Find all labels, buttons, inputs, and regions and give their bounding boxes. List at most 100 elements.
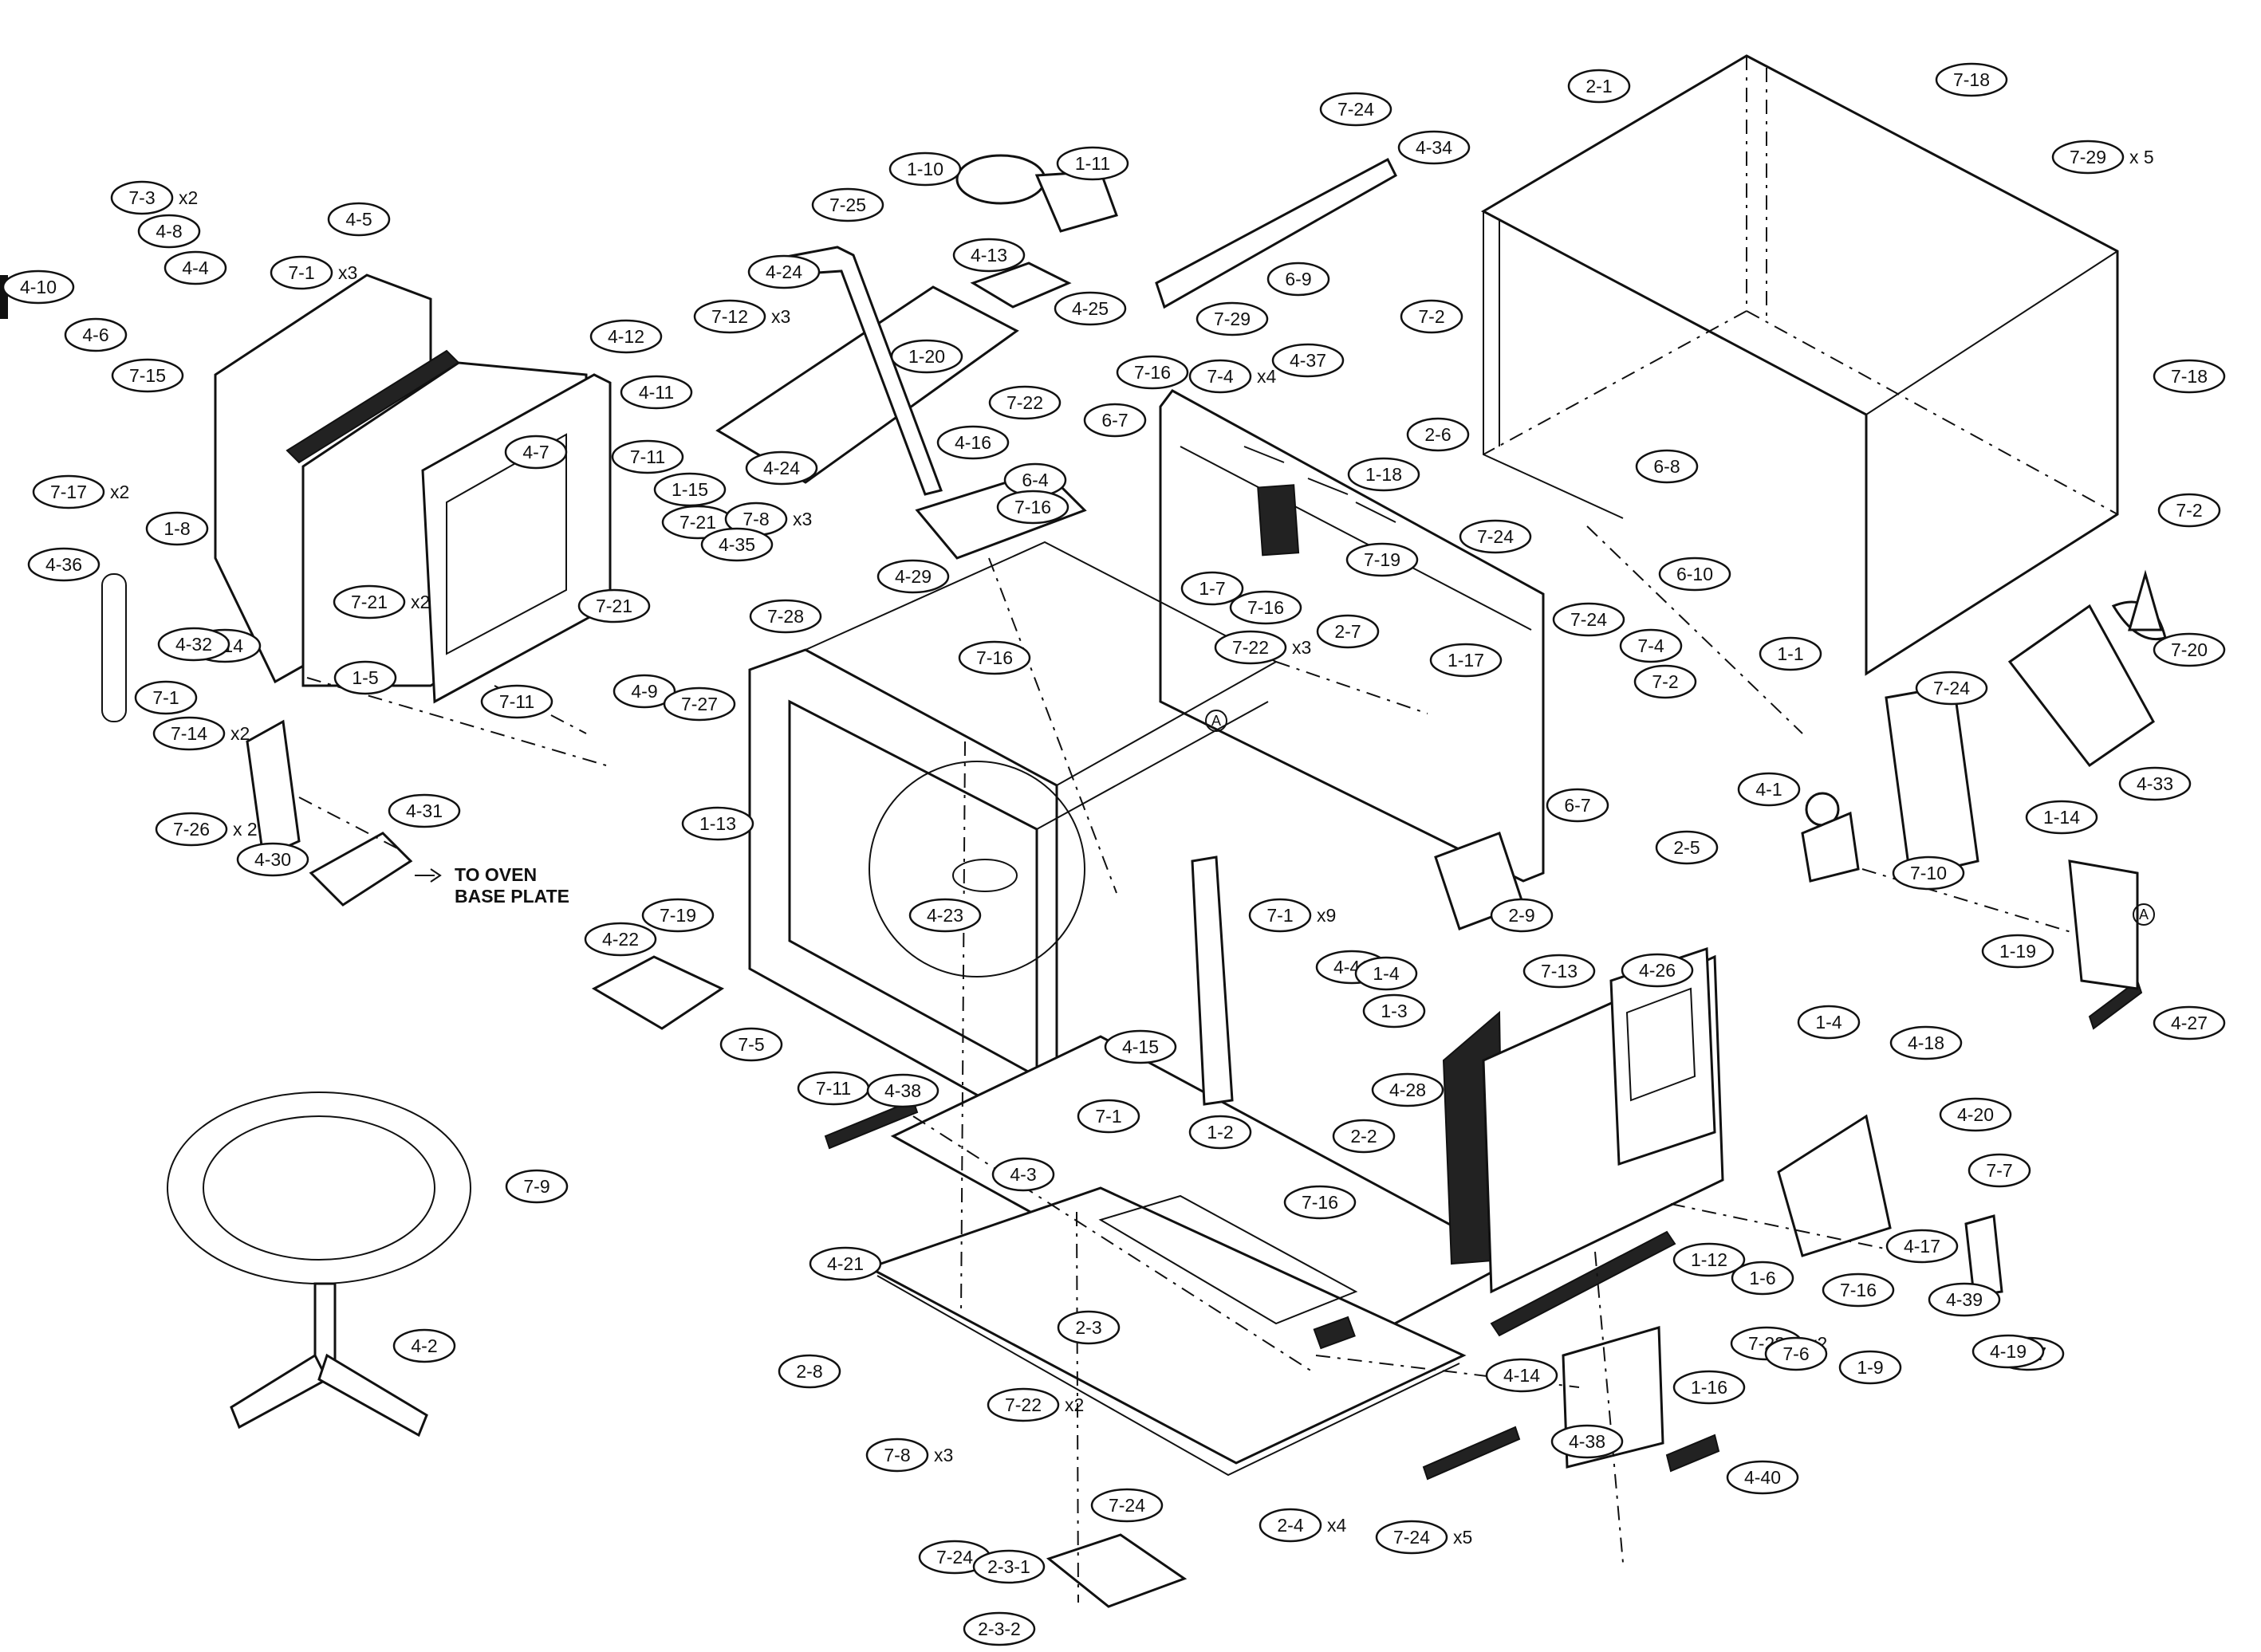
callout-bubble bbox=[1655, 830, 1719, 865]
callout-4-20: 4-20 bbox=[1939, 1097, 2012, 1132]
callout-quantity: x4 bbox=[1327, 1515, 1347, 1536]
ferrite-strip-right bbox=[1422, 1426, 1521, 1481]
callout-label: 1-15 bbox=[672, 479, 708, 500]
callout-bubble bbox=[1188, 1115, 1252, 1150]
callout-4-14: 4-14 bbox=[1485, 1358, 1558, 1393]
callout-label: 1-1 bbox=[1777, 643, 1803, 664]
callout-label: 4-4 bbox=[182, 258, 208, 278]
callout-label: 1-3 bbox=[1381, 1001, 1407, 1021]
vent-cover bbox=[2068, 859, 2139, 990]
callout-4-17: 4-17 bbox=[1885, 1229, 1959, 1264]
callout-bubble bbox=[157, 627, 230, 662]
callout-bubble bbox=[1939, 1097, 2012, 1132]
callout-quantity: x2 bbox=[110, 482, 129, 502]
callout-4-38: 4-38 bbox=[866, 1073, 939, 1108]
callout-label: 1-9 bbox=[1857, 1357, 1883, 1378]
callout-1-9: 1-9 bbox=[1838, 1350, 1902, 1385]
callout-label: 1-16 bbox=[1691, 1377, 1727, 1398]
duct-bracket bbox=[1777, 1114, 1892, 1257]
callout-2-9: 2-9 bbox=[1490, 898, 1554, 933]
callout-bubble bbox=[700, 527, 774, 562]
callout-bubble bbox=[27, 547, 100, 582]
callout-1-8: 1-8 bbox=[145, 511, 209, 546]
callout-label: 2-5 bbox=[1673, 837, 1700, 858]
callout-7-24: 7-24 bbox=[1552, 602, 1625, 637]
callout-4-28: 4-28 bbox=[1371, 1072, 1444, 1107]
callout-label: 4-3 bbox=[1010, 1164, 1036, 1185]
callout-bubble bbox=[32, 474, 105, 509]
callout-quantity: x3 bbox=[934, 1445, 953, 1465]
callout-label: 2-3-1 bbox=[987, 1556, 1030, 1577]
callout-bubble bbox=[1283, 1185, 1357, 1220]
callout-4-21: 4-21 bbox=[809, 1246, 882, 1281]
callout-bubble bbox=[1822, 1272, 1895, 1308]
callout-bubble bbox=[1116, 355, 1189, 390]
callout-bubble bbox=[1658, 557, 1731, 592]
callout-bubble bbox=[333, 584, 406, 620]
callout-label: 4-26 bbox=[1639, 960, 1676, 981]
callout-7-29: 7-29 bbox=[1195, 301, 1269, 336]
callout-4-2: 4-2 bbox=[392, 1328, 456, 1363]
callout-2-3-1: 2-3-1 bbox=[972, 1549, 1046, 1584]
callout-4-33: 4-33 bbox=[2118, 766, 2192, 801]
callout-label: 2-3-2 bbox=[978, 1619, 1021, 1639]
callout-label: 7-27 bbox=[681, 694, 718, 714]
callout-label: 1-14 bbox=[2043, 807, 2080, 828]
callout-bubble bbox=[589, 319, 663, 354]
callout-7-16: 7-16 bbox=[1116, 355, 1189, 390]
control-panel-frame bbox=[1442, 946, 1724, 1337]
callout-label: 7-11 bbox=[499, 691, 534, 712]
callout-label: 4-20 bbox=[1957, 1104, 1994, 1125]
callout-quantity: x9 bbox=[1317, 905, 1336, 926]
callout-7-16: 7-16 bbox=[958, 640, 1031, 675]
callout-label: 4-37 bbox=[1290, 350, 1326, 371]
callout-bubble bbox=[963, 1611, 1036, 1646]
callout-1-10: 1-10 bbox=[888, 151, 962, 187]
callout-label: 7-24 bbox=[936, 1547, 973, 1567]
callout-label: 1-7 bbox=[1199, 578, 1225, 599]
callout-4-39: 4-39 bbox=[1928, 1282, 2001, 1317]
callout-bubble bbox=[809, 1246, 882, 1281]
callout-1-11: 1-11 bbox=[1056, 146, 1129, 181]
callout-label: 2-1 bbox=[1585, 76, 1612, 96]
callout-bubble bbox=[1266, 262, 1330, 297]
callout-label: 7-12 bbox=[711, 306, 748, 327]
callout-4-16: 4-16 bbox=[936, 425, 1010, 460]
callout-7-9: 7-9 bbox=[505, 1169, 569, 1204]
callout-bubble bbox=[745, 450, 818, 486]
callout-bubble bbox=[1737, 772, 1801, 807]
callout-label: 2-8 bbox=[796, 1361, 822, 1382]
callout-bubble bbox=[987, 1387, 1060, 1422]
callout-label: 7-8 bbox=[884, 1445, 910, 1465]
base-plate-note: TO OVEN BASE PLATE bbox=[415, 864, 569, 907]
callout-bubble bbox=[1838, 1350, 1902, 1385]
callout-7-11: 7-11 bbox=[480, 684, 553, 719]
callout-label: 4-10 bbox=[20, 277, 57, 297]
callout-1-16: 1-16 bbox=[1672, 1370, 1746, 1405]
callout-label: 7-22 bbox=[1232, 637, 1269, 658]
callout-4-23: 4-23 bbox=[908, 898, 982, 933]
callout-label: 1-18 bbox=[1365, 464, 1402, 485]
callout-label: 7-15 bbox=[129, 365, 166, 386]
callout-6-10: 6-10 bbox=[1658, 557, 1731, 592]
cover-plate bbox=[591, 955, 725, 1030]
note-line-1: TO OVEN bbox=[455, 864, 537, 885]
callout-quantity: x4 bbox=[1257, 366, 1277, 387]
leader-lines bbox=[298, 525, 2074, 1603]
callout-4-27: 4-27 bbox=[2153, 1005, 2226, 1040]
callout-bubble bbox=[584, 922, 657, 957]
callout-bubble bbox=[620, 375, 693, 410]
callout-bubble bbox=[137, 214, 201, 249]
callout-bubble bbox=[613, 674, 676, 709]
callout-label: 7-18 bbox=[1953, 69, 1990, 90]
callout-label: 4-38 bbox=[1569, 1431, 1605, 1452]
callout-2-2: 2-2 bbox=[1332, 1119, 1396, 1154]
callout-bubble bbox=[1928, 1282, 2001, 1317]
callout-7-21: 7-21 bbox=[577, 588, 651, 623]
callout-4-10: 4-10 bbox=[2, 269, 75, 305]
callout-bubble bbox=[2118, 766, 2192, 801]
callout-quantity: x3 bbox=[338, 262, 357, 283]
